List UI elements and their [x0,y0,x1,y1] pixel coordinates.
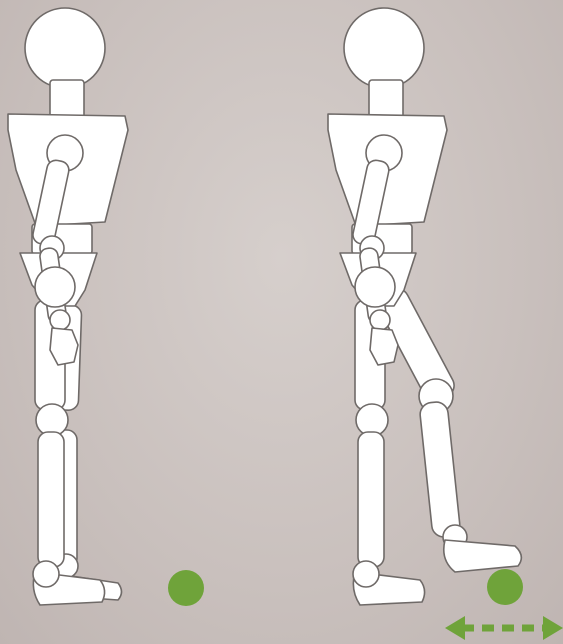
double-headed-arrow-icon [445,616,563,640]
green-ball-icon [168,570,204,606]
hip-joint [355,267,395,307]
head [344,8,424,88]
raised-leg [374,285,522,572]
standing-figure [8,8,128,605]
head [25,8,105,88]
hip-joint [35,267,75,307]
foot-on-ball-figure [328,8,521,605]
green-ball-icon [487,569,523,605]
